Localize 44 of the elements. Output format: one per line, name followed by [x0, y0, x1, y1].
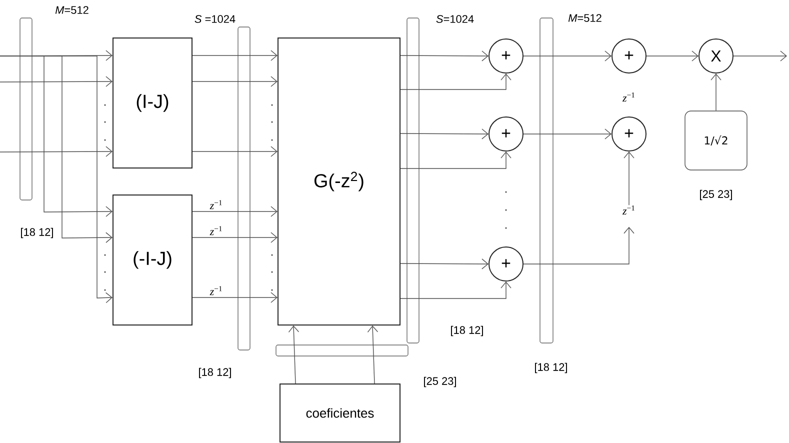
edge-label: z$^{−1}$: [210, 200, 222, 210]
arrow: [400, 50, 488, 62]
edge-label: z$^{−1}$: [210, 226, 222, 236]
arrow: [400, 74, 512, 90]
arrow: [400, 258, 488, 270]
arrow: [400, 282, 512, 299]
arrow: [646, 50, 698, 62]
process-box: coeficientes: [280, 384, 400, 442]
annotation: [18 12]: [199, 368, 231, 378]
arrow: [400, 152, 512, 169]
annotation: S=1024: [436, 15, 474, 23]
arrow: [523, 128, 612, 140]
delay-label: z$^{−1}$: [622, 205, 634, 214]
annotation: [25 23]: [424, 376, 456, 388]
annotation: [25 23]: [700, 190, 732, 200]
arrow: [624, 152, 634, 206]
arrow: [0, 56, 112, 304]
arrow: [523, 226, 634, 264]
arrow: [192, 50, 278, 61]
annotation: S =1024: [194, 15, 236, 23]
arrow: [0, 146, 112, 157]
arrow: [192, 76, 278, 87]
arrow: [367, 326, 378, 384]
annotation: M=512: [55, 6, 88, 14]
edge-label: z$^{−1}$: [210, 286, 222, 296]
gain-box: 1/√2: [684, 110, 748, 170]
arrow: [523, 50, 612, 62]
process-box: (-I-J): [112, 194, 192, 326]
arrow: [192, 232, 278, 243]
annotation: [18 12]: [451, 326, 483, 336]
annotation: [18 12]: [535, 362, 567, 374]
arrow: [288, 326, 300, 384]
annotation: M=512: [568, 14, 602, 22]
process-box: (I-J): [112, 38, 192, 168]
annotation: [18 12]: [21, 228, 53, 238]
arrow: [192, 292, 278, 303]
arrow: [0, 76, 112, 87]
arrow: [400, 128, 488, 140]
arrow: [192, 206, 278, 217]
arrow: [192, 146, 278, 157]
arrow: [733, 50, 787, 62]
annotation: z$^{−1}$: [622, 92, 634, 102]
process-box: G(-z$^{2}$): [278, 38, 400, 326]
arrow: [710, 74, 722, 111]
